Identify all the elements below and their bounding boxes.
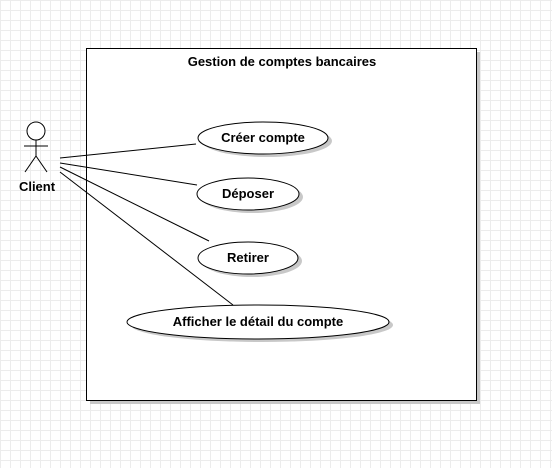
use-case-retirer[interactable]: Retirer	[197, 241, 302, 277]
stick-figure-actor-icon	[24, 121, 48, 173]
system-title: Gestion de comptes bancaires	[188, 54, 377, 69]
use-case-deposer[interactable]: Déposer	[196, 177, 303, 213]
association-retirer[interactable]	[59, 166, 210, 242]
use-case-label: Créer compte	[221, 130, 305, 145]
system-boundary-box	[86, 48, 477, 401]
use-case-label: Retirer	[227, 250, 269, 265]
actor-client[interactable]: Client	[19, 121, 56, 194]
use-case-ellipse	[197, 121, 329, 155]
use-case-ellipse	[196, 177, 300, 211]
system-boundary[interactable]: Gestion de comptes bancaires	[86, 48, 481, 405]
use-case-ellipse	[197, 241, 299, 275]
association-deposer[interactable]	[59, 162, 198, 186]
use-case-label: Déposer	[222, 186, 274, 201]
association-creer-compte[interactable]	[59, 143, 197, 159]
use-case-afficher-detail[interactable]: Afficher le détail du compte	[126, 304, 393, 342]
associations	[59, 143, 234, 306]
use-case-ellipse	[126, 304, 390, 340]
use-case-label: Afficher le détail du compte	[173, 314, 343, 329]
association-afficher-detail[interactable]	[59, 171, 234, 306]
use-case-creer-compte[interactable]: Créer compte	[197, 121, 332, 157]
actor-name: Client	[19, 179, 56, 194]
